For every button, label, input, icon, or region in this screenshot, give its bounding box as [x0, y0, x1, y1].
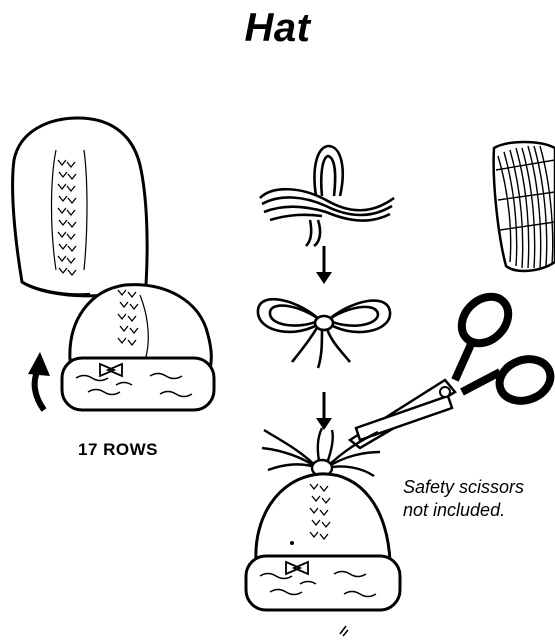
stray-mark: [340, 626, 348, 636]
caption-line-1: Safety scissors: [403, 476, 553, 499]
scissors-icon: [350, 287, 555, 448]
hat-tall-unrolled-icon: [13, 118, 148, 296]
hat-with-pompom-icon: [246, 474, 400, 610]
yarn-bow-icon: [258, 299, 390, 368]
safety-caption: Safety scissors not included.: [403, 476, 553, 522]
yarn-skein-icon: [494, 142, 555, 271]
down-arrow-icon: [316, 246, 332, 284]
hat-rolled-brim-icon: [62, 285, 214, 410]
rows-label: 17 ROWS: [78, 440, 158, 460]
yarn-loop-icon: [260, 146, 394, 246]
down-arrow-icon: [316, 392, 332, 430]
caption-line-2: not included.: [403, 499, 553, 522]
curved-arrow-icon: [28, 352, 50, 410]
